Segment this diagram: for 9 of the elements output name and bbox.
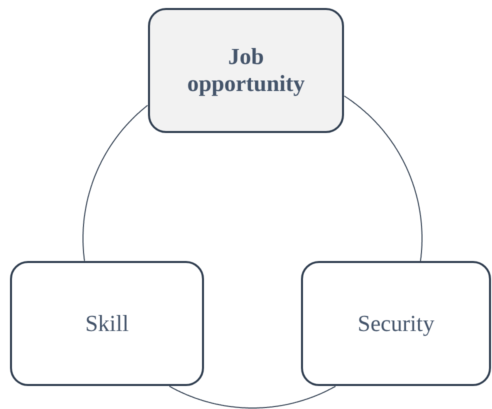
node-label: Job opportunity	[186, 44, 306, 97]
rounded-box	[148, 8, 344, 133]
node-label: Security	[358, 310, 434, 336]
connector-arc	[168, 386, 336, 408]
rounded-box	[10, 261, 204, 386]
connector-arc	[344, 96, 422, 262]
rounded-box	[301, 261, 491, 386]
node-label: Skill	[85, 310, 129, 336]
connector-arc	[82, 104, 148, 262]
